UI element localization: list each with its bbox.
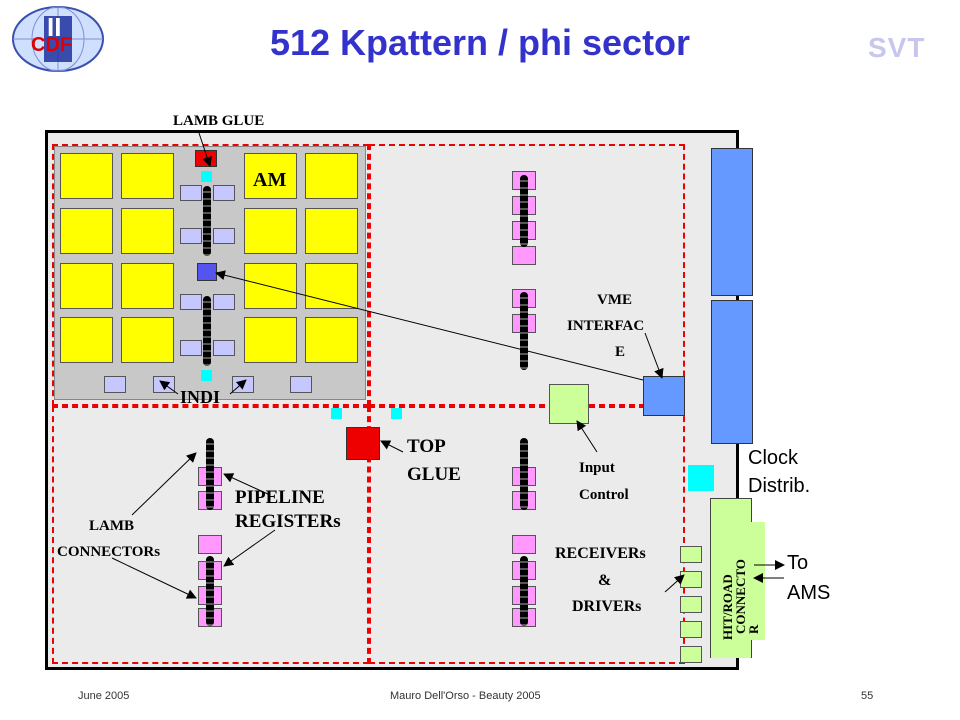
receivers-label-2: & [598,572,612,589]
lamb-connectors-label-2: CONNECTORs [57,544,161,560]
am-chip [121,317,174,363]
am-chip [305,208,358,254]
lamb-buffer-chip [213,340,235,356]
lamb-clock-chip [201,171,212,182]
cdf-logo [10,4,106,74]
lamb-region-upper-right [369,144,685,406]
vme-bus-connector [711,148,753,296]
lamb-region-upper-left [52,144,369,406]
input-control-arrow [576,420,598,453]
lamb-glue-label: LAMB GLUE [173,113,265,129]
lamb-buffer-chip [213,228,235,244]
input-control-chip [549,384,589,424]
lamb-connector [203,296,211,366]
footer-author: Mauro Dell'Orso - Beauty 2005 [390,690,541,702]
am-chip [60,208,113,254]
vme-label-arrow [644,332,664,379]
am-chip [244,263,297,309]
am-chip [121,208,174,254]
lamb-buffer-chip [180,294,202,310]
clock-distrib-label-1: Clock [748,447,799,469]
vme-label-2: INTERFAC [567,318,645,334]
pipeline-arrow-down [223,529,276,567]
input-control-label-2: Control [579,487,629,503]
hit-road-connector [710,498,752,658]
to-ams-label-2: AMS [787,582,831,604]
am-chip [244,317,297,363]
am-chip [121,153,174,199]
lamb-clock-chip [201,370,212,381]
clock-distrib-label-2: Distrib. [748,475,811,497]
lamb-buffer-chip [180,228,202,244]
footer-date: June 2005 [78,690,130,702]
transceiver-chip [680,596,702,613]
indi-arrow-right [229,379,247,395]
pipeline-register [512,535,536,554]
top-glue-arrow [380,440,404,453]
lamb-buffer-chip [213,294,235,310]
pipeline-arrow-up [223,473,271,496]
am-chip [305,263,358,309]
indi-chip [290,376,312,393]
receivers-label-3: DRIVERs [572,598,642,615]
indi-label: INDI [180,387,221,407]
input-control-label-1: Input [579,460,615,476]
pipeline-register [198,535,222,554]
lamb-connector [203,186,211,256]
lamb-glue-arrow [197,129,212,167]
top-glue-label-2: GLUE [407,464,461,485]
pipeline-label-2: REGISTERs [235,511,341,532]
top-clock-chip [391,408,402,419]
pipeline-label-1: PIPELINE [235,487,325,508]
transceiver-chip [680,546,702,563]
to-ams-label-1: To [787,552,809,574]
lamb-connector [520,438,528,510]
top-clock-chip [331,408,342,419]
am-chip [60,153,113,199]
indi-chip [104,376,126,393]
am-label: AM [253,169,287,191]
lamb-conn-arrow-down [111,557,197,599]
am-chip [121,263,174,309]
vme-bus-connector [711,300,753,444]
lamb-buffer-chip [180,185,202,201]
lamb-connector [520,175,528,247]
lamb-conn-arrow-up [131,452,197,516]
cdf-globe-icon [12,6,104,72]
receivers-arrow [664,574,685,593]
top-glue-label-1: TOP [407,436,446,457]
lamb-connector [206,438,214,510]
svt-logo: SVT [868,32,926,63]
lamb-connector [520,556,528,626]
lamb-region-lower-left [52,406,369,664]
am-chip [60,317,113,363]
lamb-connector [520,292,528,370]
am-chip [305,317,358,363]
indi-arrow-left [159,380,179,395]
lamb-connector [206,556,214,626]
lamb-region-lower-right [369,406,685,664]
cdf-logo-numeral: II [47,12,62,42]
receivers-label-1: RECEIVERs [555,545,646,562]
clock-distrib-chip [688,465,714,491]
vme-label-1: VME [597,292,632,308]
transceiver-chip [680,646,702,663]
am-chip [244,208,297,254]
top-glue-chip [346,427,380,460]
am-chip [305,153,358,199]
slide-title: 512 Kpattern / phi sector [269,22,691,63]
am-chip [60,263,113,309]
transceiver-chip [680,621,702,638]
lamb-buffer-chip [213,185,235,201]
footer-page-number: 55 [861,690,874,702]
vme-link-arrow [215,270,644,381]
lamb-connectors-label-1: LAMB [89,518,134,534]
vme-label-3: E [615,344,626,360]
lamb-buffer-chip [180,340,202,356]
am-chip [244,153,297,199]
vme-interface-chip [643,376,685,416]
cdf-logo-text: CDF [31,34,73,56]
